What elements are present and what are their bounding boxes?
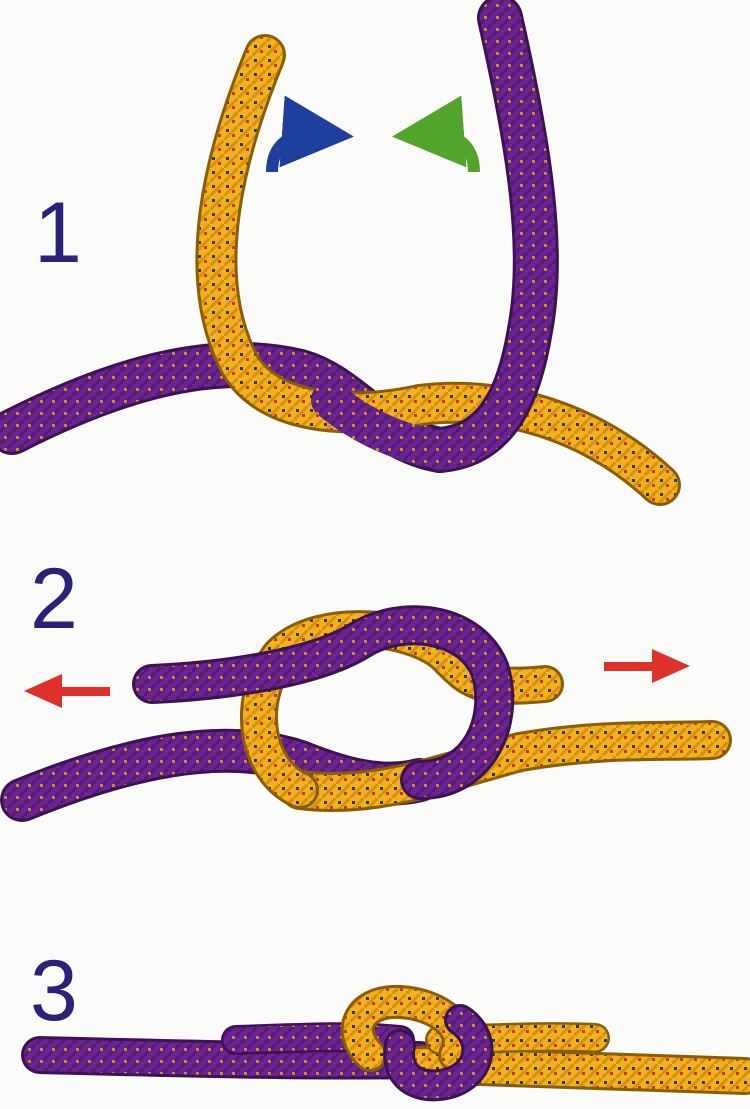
step-1-arrows: [272, 134, 474, 172]
step-1-ropes: [12, 18, 660, 485]
arrow-left-icon: [24, 674, 110, 708]
step-3-ropes: [40, 1002, 745, 1085]
curved-arrow-green-icon: [428, 134, 474, 172]
step-2-ropes: [22, 625, 712, 800]
arrow-right-icon: [604, 649, 690, 683]
curved-arrow-blue-icon: [272, 134, 318, 172]
